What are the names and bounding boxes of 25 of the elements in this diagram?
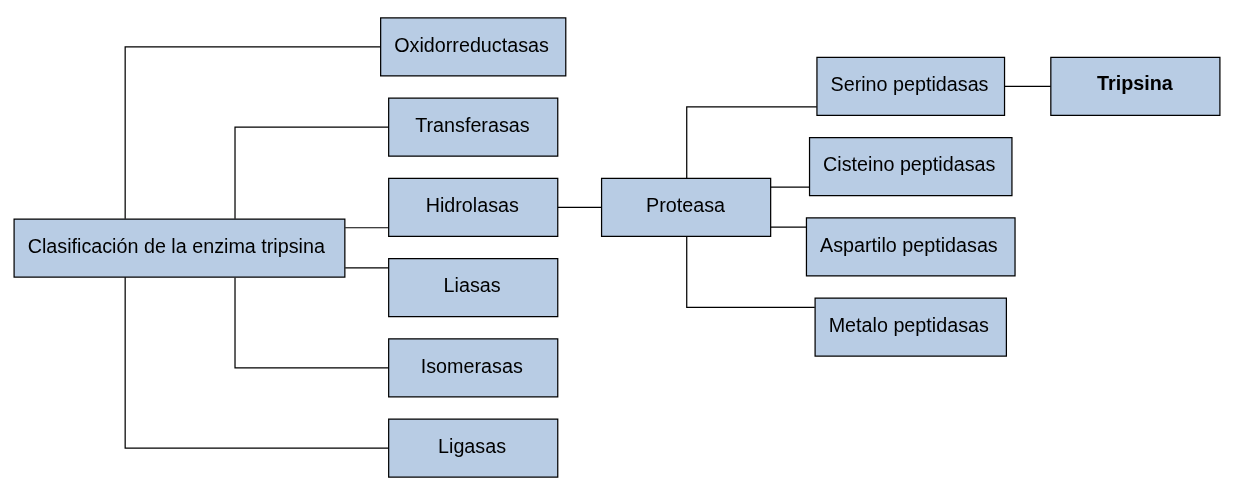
connector (344, 227, 389, 229)
connector (770, 186, 810, 188)
node-box: Transferasas (388, 97, 559, 157)
connector (686, 106, 818, 179)
node-box: Ligasas (388, 418, 559, 478)
connector (124, 276, 390, 449)
node-box: Hidrolasas (388, 177, 559, 237)
connector (124, 46, 381, 220)
node-box: Clasificación de la enzima tripsina (13, 218, 346, 278)
node-box: Metalo peptidasas (814, 297, 1007, 357)
node-box: Tripsina (1050, 56, 1221, 117)
node-box: Cisteino peptidasas (808, 137, 1013, 197)
connector (770, 226, 807, 228)
node-box: Liasas (388, 258, 559, 318)
node-box: Oxidorreductasas (380, 17, 567, 77)
node-box: Aspartilo peptidasas (805, 217, 1016, 277)
node-box: Proteasa (600, 177, 772, 237)
node-box: Serino peptidasas (816, 56, 1006, 117)
connector (234, 277, 390, 369)
connector (344, 267, 389, 269)
connector (234, 126, 390, 220)
connector (686, 236, 816, 308)
node-box: Isomerasas (388, 338, 559, 398)
connector (1004, 85, 1052, 88)
connector (557, 206, 602, 208)
